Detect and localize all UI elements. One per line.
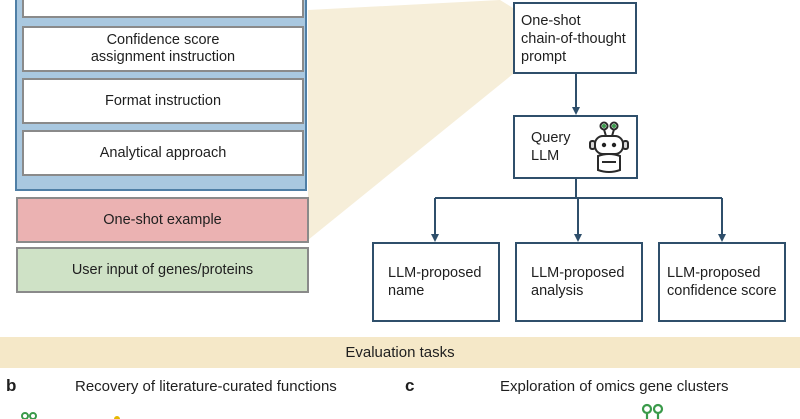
analytical-approach-label: Analytical approach bbox=[99, 144, 227, 161]
llm-proposed-name-label: LLM-proposed name bbox=[388, 265, 482, 299]
llm-proposed-analysis-label: LLM-proposed analysis bbox=[531, 265, 625, 299]
panel-c-title: Exploration of omics gene clusters bbox=[500, 378, 729, 395]
gene-icon-small bbox=[114, 416, 120, 419]
gene-icon-left bbox=[21, 412, 37, 419]
cot-prompt-label: One-shot chain-of-thought prompt bbox=[521, 13, 626, 65]
confidence-instruction-label: Confidence score assignment instruction bbox=[90, 32, 236, 65]
format-instruction-box: Format instruction bbox=[22, 78, 304, 124]
user-input-label: User input of genes/proteins bbox=[71, 262, 254, 278]
one-shot-example-box: One-shot example bbox=[16, 197, 309, 243]
panel-b-title: Recovery of literature-curated functions bbox=[75, 378, 337, 395]
llm-proposed-name-box: LLM-proposed name bbox=[372, 242, 500, 322]
robot-icon bbox=[589, 121, 629, 173]
analytical-approach-box: Analytical approach bbox=[22, 130, 304, 176]
query-llm-label: Query LLM bbox=[531, 130, 571, 164]
cot-prompt-box: One-shot chain-of-thought prompt bbox=[513, 2, 637, 74]
evaluation-tasks-label: Evaluation tasks bbox=[345, 344, 455, 361]
evaluation-tasks-band: Evaluation tasks bbox=[0, 337, 800, 368]
llm-proposed-confidence-box: LLM-proposed confidence score bbox=[658, 242, 786, 322]
gene-icon-right bbox=[641, 403, 664, 419]
llm-proposed-analysis-box: LLM-proposed analysis bbox=[515, 242, 643, 322]
panel-b-letter: b bbox=[6, 376, 17, 395]
one-shot-example-label: One-shot example bbox=[103, 212, 222, 228]
format-instruction-label: Format instruction bbox=[104, 92, 222, 109]
query-llm-box: Query LLM bbox=[513, 115, 638, 179]
llm-proposed-confidence-label: LLM-proposed confidence score bbox=[667, 265, 777, 299]
panel-c-letter: c bbox=[405, 376, 415, 395]
confidence-instruction-box: Confidence score assignment instruction bbox=[22, 26, 304, 72]
top-instruction-box bbox=[22, 0, 304, 18]
user-input-box: User input of genes/proteins bbox=[16, 247, 309, 293]
